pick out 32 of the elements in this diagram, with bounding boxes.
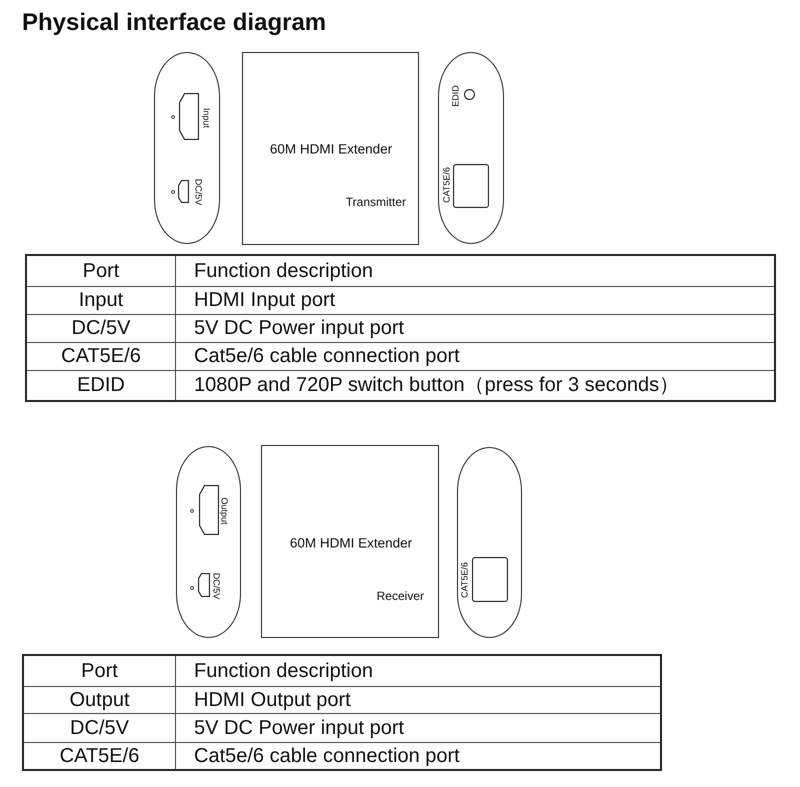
- port-name: CAT5E/6: [61, 345, 141, 367]
- column-header: Function description: [194, 660, 373, 682]
- device-front-panel: [261, 445, 439, 638]
- port-name: CAT5E/6: [60, 744, 140, 767]
- unit-name: Receiver: [376, 590, 424, 602]
- unit-name: Transmitter: [346, 196, 406, 208]
- column-header: Port: [82, 260, 120, 282]
- port-name: Input: [78, 289, 124, 311]
- function-description: 1080P and 720P switch button（press for 3 seconds）: [194, 374, 680, 396]
- port-name: DC/5V: [70, 716, 129, 738]
- diagram-title: Physical interface diagram: [22, 10, 326, 36]
- port-label: CAT5E/6: [460, 562, 470, 598]
- port-label: Input: [202, 108, 210, 128]
- port-name: DC/5V: [72, 317, 130, 339]
- port-label: CAT5E/6: [442, 167, 452, 203]
- product-name: 60M HDMI Extender: [290, 536, 412, 550]
- port-label: DC/5V: [212, 572, 220, 600]
- column-header: Port: [81, 660, 118, 682]
- column-header: Function description: [194, 260, 373, 282]
- function-description: Cat5e/6 cable connection port: [194, 345, 460, 367]
- function-description: HDMI Input port: [194, 289, 336, 311]
- function-description: 5V DC Power input port: [194, 317, 404, 339]
- function-description: Cat5e/6 cable connection port: [194, 744, 460, 767]
- function-description: HDMI Output port: [194, 688, 351, 710]
- device-front-panel: [242, 52, 419, 245]
- product-name: 60M HDMI Extender: [270, 142, 392, 156]
- port-label: EDID: [452, 85, 460, 107]
- port-name: EDID: [77, 374, 125, 396]
- port-label: DC/5V: [194, 178, 202, 206]
- port-label: Output: [220, 497, 228, 525]
- port-name: Output: [69, 688, 130, 710]
- function-description: 5V DC Power input port: [194, 716, 404, 738]
